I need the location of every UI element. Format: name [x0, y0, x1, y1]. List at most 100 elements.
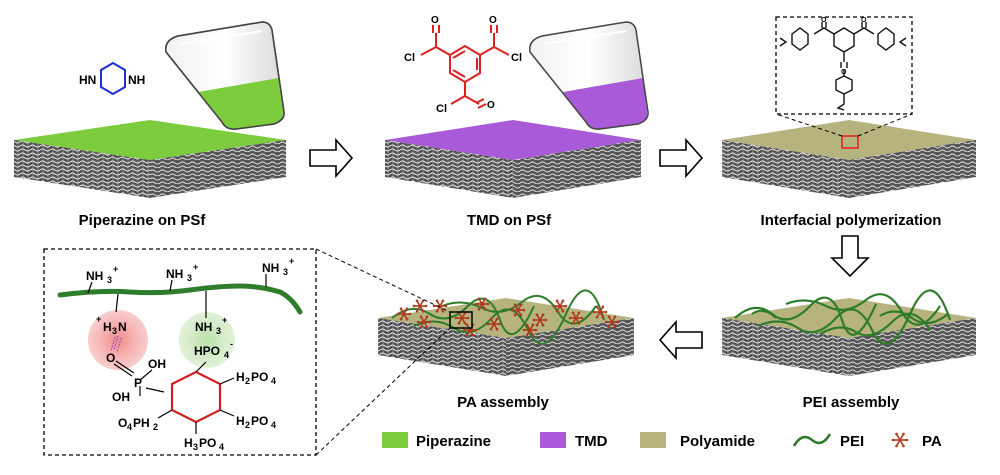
pa-molecule-icon [416, 315, 432, 329]
h3po4-h: H [184, 436, 193, 450]
red-glow [88, 310, 148, 370]
pa-molecule-icon [592, 305, 608, 319]
green-glow [179, 312, 235, 368]
phos-o: O [106, 351, 115, 365]
beaker-piperazine-icon [165, 21, 285, 130]
nh3-2-sup: + [193, 262, 198, 272]
pa-molecule-icon [412, 299, 428, 313]
pa-molecule-icon [510, 303, 526, 317]
legend-pa: PA [922, 433, 942, 450]
pa-star-icon [891, 432, 909, 448]
o4ph2-4: 4 [127, 422, 132, 432]
hpo4-sup: - [230, 339, 233, 349]
legend-pei: PEI [840, 433, 864, 450]
nh3-3: NH [262, 261, 279, 275]
hpo4-sub: 4 [224, 350, 229, 360]
h2po4-b-4: 4 [271, 420, 276, 430]
h3n-h: H [103, 320, 112, 334]
h3n-sup: + [96, 314, 101, 324]
pa-molecule-icon [532, 313, 548, 327]
nh3-1: NH [86, 269, 103, 283]
pip-nh: NH [128, 73, 145, 87]
pa-molecule-icon [432, 299, 448, 313]
legend-tmd: TMD [575, 433, 608, 450]
h2po4-a-2: 2 [245, 376, 250, 386]
arrow-right-2-icon [659, 137, 704, 179]
o4ph2-2: 2 [153, 422, 158, 432]
membrane-polyamide [722, 120, 976, 198]
h3po4-3: 3 [193, 442, 198, 452]
h2po4-a-h: H [236, 370, 245, 384]
pa-molecule-icon [486, 317, 502, 331]
h3n-sub: 3 [112, 326, 117, 336]
h2po4-a-po: PO [251, 370, 268, 384]
arrow-right-1-icon [309, 137, 354, 179]
legend-swatch-polyamide [640, 432, 666, 448]
nh3-5: NH [195, 320, 212, 334]
pa-o-b: O [861, 17, 867, 24]
pa-molecule-icon [522, 323, 538, 337]
beaker-tmd-icon [529, 21, 649, 130]
phos-oh1: OH [148, 357, 166, 371]
legend-swatch-piperazine [382, 432, 408, 448]
tmd-o1: O [431, 15, 439, 26]
nh3-1-sub: 3 [107, 275, 112, 285]
tmd-cl2: Cl [511, 52, 522, 64]
pa-molecule-icon [396, 307, 412, 321]
nh3-5-sup: + [222, 315, 227, 325]
legend: Piperazine TMD Polyamide PEI PA [382, 432, 942, 450]
zoom-inset [43, 248, 451, 456]
o4ph2-o: O [118, 416, 127, 430]
nh3-2-sub: 3 [187, 273, 192, 283]
step1-label: Piperazine on PSf [79, 212, 207, 229]
step5-label: PA assembly [457, 394, 549, 411]
step2-label: TMD on PSf [467, 212, 552, 229]
pa-molecule-icon [474, 297, 490, 311]
h3po4-po: PO [199, 436, 216, 450]
nh3-2: NH [166, 267, 183, 281]
membrane-pa [378, 289, 634, 376]
pa-molecule-icon [604, 315, 620, 329]
piperazine-structure [100, 61, 126, 96]
nh3-5-sub: 3 [216, 326, 221, 336]
o4ph2-ph: PH [133, 416, 150, 430]
polyamide-structure [779, 22, 907, 111]
nh3-1-sup: + [113, 264, 118, 274]
legend-swatch-tmd [540, 432, 566, 448]
step4-label: PEI assembly [803, 394, 900, 411]
phosphate-group [113, 360, 165, 396]
pip-hn: HN [79, 73, 96, 87]
nh3-3-sup: + [289, 256, 294, 266]
membrane-pei [722, 289, 976, 376]
h2po4-b-2: 2 [245, 420, 250, 430]
h3n-n: N [118, 320, 127, 334]
step3-label: Interfacial polymerization [761, 212, 942, 229]
h3po4-4: 4 [219, 442, 224, 452]
pa-molecule-icon [552, 299, 568, 313]
membrane-piperazine [14, 120, 286, 198]
nh3-3-sub: 3 [283, 267, 288, 277]
legend-pa-icon [891, 432, 909, 448]
h2po4-b-po: PO [251, 414, 268, 428]
tmd-o3: O [487, 100, 495, 111]
pei-chain [57, 283, 303, 315]
tmd-cl3: Cl [436, 103, 447, 115]
phos-p: P [134, 376, 142, 390]
tmd-cl1: Cl [404, 52, 415, 64]
pa-o-c: O [841, 69, 847, 76]
h2po4-a-4: 4 [271, 376, 276, 386]
legend-piperazine: Piperazine [416, 433, 491, 450]
tmd-structure [420, 25, 510, 109]
h2po4-b-h: H [236, 414, 245, 428]
phos-oh2: OH [112, 390, 130, 404]
arrow-left-icon [658, 319, 703, 361]
legend-pei-icon [792, 433, 832, 447]
hpo4: HPO [194, 344, 220, 358]
legend-polyamide: Polyamide [680, 433, 755, 450]
membrane-tmd [385, 120, 641, 198]
tmd-o2: O [489, 15, 497, 26]
pa-molecule-icon [568, 311, 584, 325]
pa-o-a: O [821, 17, 827, 24]
arrow-down-icon [830, 235, 870, 278]
